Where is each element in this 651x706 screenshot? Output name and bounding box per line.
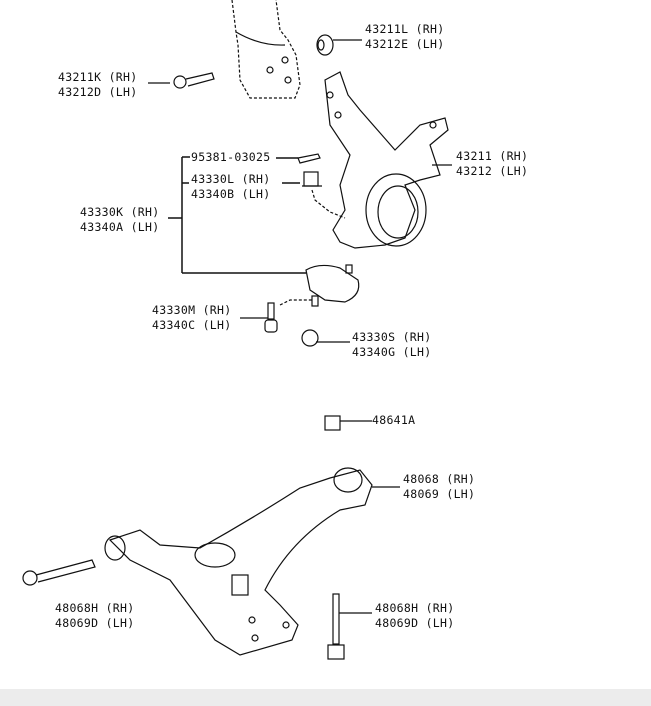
part-number-rh: 43211 (RH) xyxy=(456,149,529,163)
lower-control-arm xyxy=(104,467,400,656)
callout-ball-joint-assy: 43330K (RH) 43340A (LH) xyxy=(80,205,159,235)
part-number-lh: 43212D (LH) xyxy=(58,85,138,99)
part-number-lh: 43212 (LH) xyxy=(456,164,529,178)
castle-nut xyxy=(302,171,346,219)
part-number-rh: 43211K (RH) xyxy=(58,70,138,84)
part-number-lh: 43340B (LH) xyxy=(191,187,271,201)
ball-joint-bolt xyxy=(240,302,278,333)
part-number-rh: 48068H (RH) xyxy=(375,601,455,615)
callout-arm-bolt-front: 48068H (RH) 48069D (LH) xyxy=(55,601,134,631)
part-number-rh: 43330M (RH) xyxy=(152,303,232,317)
callout-bracket xyxy=(168,156,306,274)
callout-strut-nut: 43211L (RH) 43212E (LH) xyxy=(365,22,444,52)
steering-knuckle xyxy=(324,71,452,249)
part-number: 48641A xyxy=(372,413,416,427)
callout-ball-joint-bolt: 43330M (RH) 43340C (LH) xyxy=(152,303,231,333)
ball-joint-lower-nut xyxy=(301,329,350,347)
part-number-rh: 48068H (RH) xyxy=(55,601,135,615)
ball-joint xyxy=(279,264,360,307)
callout-steering-knuckle: 43211 (RH) 43212 (LH) xyxy=(456,149,528,179)
arm-bolt-front xyxy=(22,559,96,586)
part-number-lh: 48069 (LH) xyxy=(403,487,476,501)
part-number-rh: 48068 (RH) xyxy=(403,472,476,486)
suspension-parts-diagram xyxy=(22,0,452,660)
part-number-lh: 43340G (LH) xyxy=(352,345,432,359)
strut-lower-bracket xyxy=(231,0,301,99)
callout-cotter-pin: 95381-03025 xyxy=(191,150,270,165)
cotter-pin xyxy=(297,153,321,164)
part-number-rh: 43330K (RH) xyxy=(80,205,160,219)
part-number-lh: 43212E (LH) xyxy=(365,37,445,51)
arm-bolt-rear xyxy=(327,593,372,660)
part-number-lh: 43340C (LH) xyxy=(152,318,232,332)
part-number-lh: 43340A (LH) xyxy=(80,220,160,234)
strut-nut xyxy=(316,34,362,56)
part-number: 95381-03025 xyxy=(191,150,271,164)
footer-bar xyxy=(0,689,651,706)
callout-ball-joint-lower-nut: 43330S (RH) 43340G (LH) xyxy=(352,330,431,360)
part-number-rh: 43330S (RH) xyxy=(352,330,432,344)
part-number-lh: 48069D (LH) xyxy=(55,616,135,630)
strut-bolt xyxy=(148,72,215,89)
part-number-rh: 43330L (RH) xyxy=(191,172,271,186)
callout-strut-bolt: 43211K (RH) 43212D (LH) xyxy=(58,70,137,100)
part-number-lh: 48069D (LH) xyxy=(375,616,455,630)
part-number-rh: 43211L (RH) xyxy=(365,22,445,36)
callout-lower-arm: 48068 (RH) 48069 (LH) xyxy=(403,472,475,502)
callout-ball-joint-nut: 43330L (RH) 43340B (LH) xyxy=(191,172,270,202)
callout-arm-nut: 48641A xyxy=(372,413,415,428)
arm-nut xyxy=(324,415,372,431)
callout-arm-bolt-rear: 48068H (RH) 48069D (LH) xyxy=(375,601,454,631)
